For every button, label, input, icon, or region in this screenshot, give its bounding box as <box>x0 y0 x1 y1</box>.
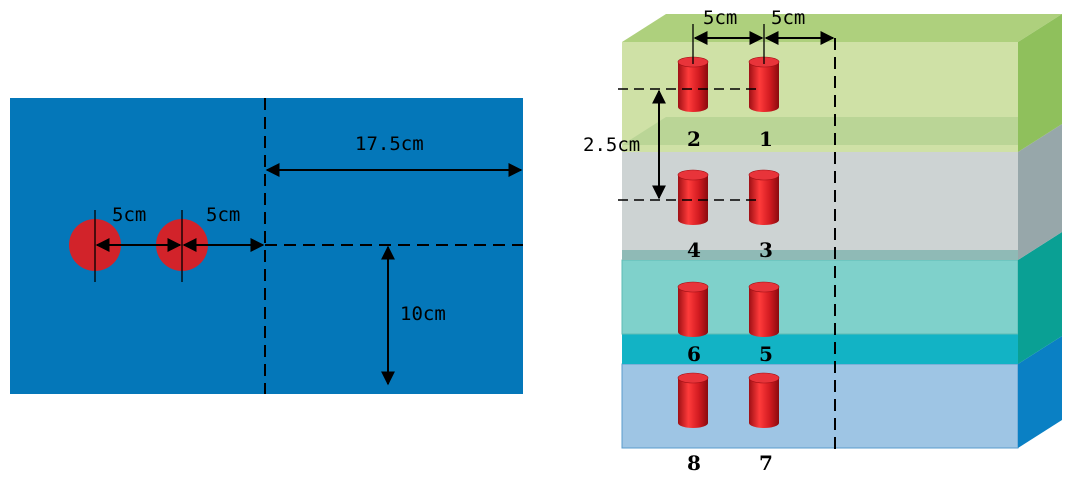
probe-label-1: 1 <box>759 127 773 151</box>
plan-view: 5cm 5cm 17.5cm 10cm <box>10 98 523 394</box>
plan-label-spacing: 5cm <box>112 204 146 226</box>
probe-label-3: 3 <box>759 238 773 262</box>
layer-teal-side <box>1018 232 1062 364</box>
probe-cylinder-1 <box>748 56 780 113</box>
probe-cylinder-6 <box>677 281 709 338</box>
layer-green-side <box>1018 14 1062 152</box>
layer-teal-rim <box>622 250 1018 260</box>
probe-cylinder-3 <box>748 169 780 226</box>
probe-label-6: 6 <box>687 342 701 366</box>
probe-cylinder-4 <box>677 169 709 226</box>
probe-cylinder-8 <box>677 372 709 429</box>
plan-label-edge-gap: 5cm <box>206 204 240 226</box>
probe-cylinder-7 <box>748 372 780 429</box>
probe-label-5: 5 <box>759 342 773 366</box>
layer-green-top <box>622 14 1062 42</box>
top-label-a: 5cm <box>703 7 737 29</box>
probe-label-2: 2 <box>687 127 701 151</box>
probe-cylinder-2 <box>677 56 709 113</box>
layer-gray-side <box>1018 124 1062 260</box>
layered-view: 5cm 5cm 2.5cm 2 1 4 3 6 5 8 7 <box>583 7 1062 475</box>
layer-cyan-front <box>622 334 1018 364</box>
probe-cylinder-5 <box>748 281 780 338</box>
plan-label-width: 17.5cm <box>355 133 424 155</box>
layer-gray-front <box>622 152 1018 250</box>
vertical-label: 2.5cm <box>583 134 640 156</box>
top-label-b: 5cm <box>771 7 805 29</box>
probe-label-4: 4 <box>687 238 701 262</box>
layer-blue-side <box>1018 336 1062 448</box>
layer-green-inner <box>622 117 1062 145</box>
plan-label-depth: 10cm <box>400 303 446 325</box>
probe-label-7: 7 <box>759 451 773 475</box>
probe-label-8: 8 <box>687 451 701 475</box>
